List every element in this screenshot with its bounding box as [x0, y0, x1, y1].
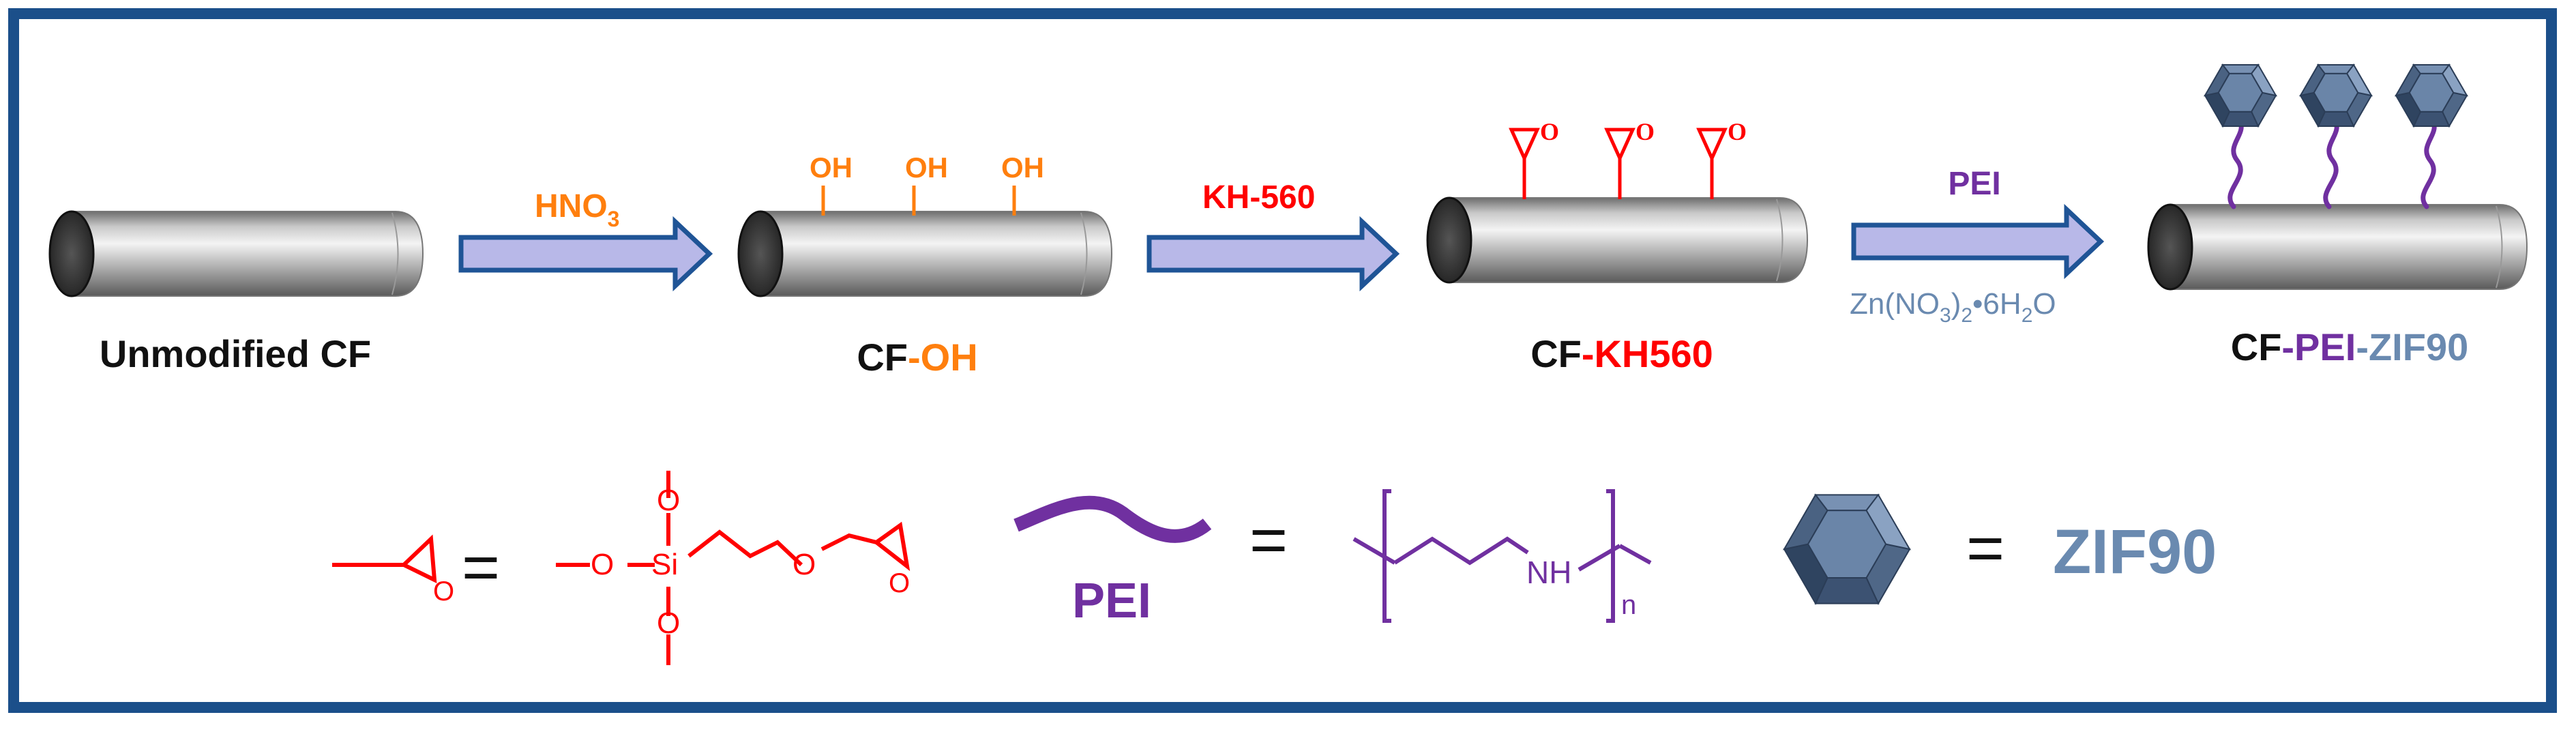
- legend-pei-equals: =: [1249, 503, 1288, 576]
- legend-pei: [1013, 495, 1212, 543]
- legend-pei-label: PEI: [1072, 574, 1151, 628]
- legend-kh560-equals: =: [462, 531, 500, 604]
- legend-pei-repeat-unit: [1352, 489, 1652, 623]
- legend-zif90-crystal: [1783, 493, 1911, 605]
- legend-o-ring: O: [889, 568, 910, 598]
- reagent-zn-nitrate: Zn(NO3)2•6H2O: [1850, 287, 2056, 327]
- reagent-pei: PEI: [1948, 166, 2000, 202]
- fiber-unmodified: [48, 210, 424, 297]
- legend-epoxy-o: O: [433, 576, 454, 606]
- label-cf-oh: CF-OH: [857, 336, 977, 379]
- legend-o-chain: O: [793, 548, 816, 581]
- label-unmodified-cf: Unmodified CF: [100, 332, 371, 375]
- arrow-1: [458, 216, 713, 292]
- zif90-crystal-2: [2299, 63, 2373, 128]
- legend-o-top: O: [657, 484, 680, 517]
- epoxy-o-3: O: [1728, 118, 1747, 145]
- label-cf-kh560: CF-KH560: [1530, 332, 1713, 375]
- legend-o-bottom: O: [657, 606, 680, 640]
- legend-pei-n: n: [1621, 590, 1636, 620]
- arrow-3: [1851, 203, 2105, 280]
- zif90-crystal-1: [2204, 63, 2277, 128]
- oh-group-2: OH: [905, 151, 948, 184]
- diagram-frame: [8, 8, 2557, 713]
- reagent-hno3: HNO3: [535, 188, 619, 231]
- label-cf-pei-zif90: CF-PEI-ZIF90: [2231, 325, 2469, 368]
- zif90-crystal-3: [2395, 63, 2468, 128]
- fiber-cf-kh560: [1426, 128, 1809, 284]
- epoxy-o-2: O: [1635, 118, 1655, 145]
- fiber-cf-oh: [737, 186, 1113, 297]
- legend-kh560-structure: [332, 471, 911, 665]
- reagent-kh560: KH-560: [1202, 179, 1315, 216]
- oh-group-3: OH: [1001, 151, 1044, 184]
- legend-zif-label: ZIF90: [2053, 517, 2217, 587]
- oh-group-1: OH: [810, 151, 853, 184]
- legend-pei-nh: NH: [1526, 555, 1571, 590]
- zif90-crystals-on-fiber: [2204, 63, 2468, 128]
- legend-si: Si: [651, 548, 678, 581]
- epoxy-o-1: O: [1540, 118, 1559, 145]
- fiber-cf-pei-zif90: [2147, 117, 2528, 291]
- legend-zif90-hexagon: [1783, 493, 1911, 605]
- arrow-2: [1146, 216, 1400, 292]
- legend-o-left: O: [591, 548, 614, 581]
- legend-zif-equals: =: [1966, 512, 2004, 585]
